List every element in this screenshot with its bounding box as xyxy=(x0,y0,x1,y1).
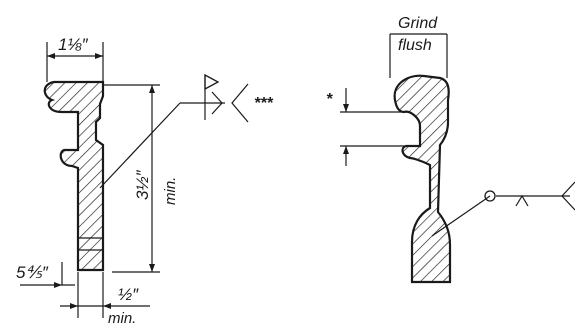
side-offset-label: 5⅘″ xyxy=(16,263,49,282)
bottom-note: min. xyxy=(108,310,136,327)
height-label: 3½″ xyxy=(133,169,152,200)
rail-profile-welded xyxy=(393,74,452,284)
height-note: min. xyxy=(162,177,179,205)
bottom-width-dimension: ½″ min. xyxy=(60,272,150,327)
weld-tail-icon xyxy=(231,83,249,123)
left-weld-symbol: *** xyxy=(99,73,273,189)
groove-weld-icon xyxy=(515,194,529,207)
star-mark: * xyxy=(326,91,333,108)
right-section: Grind flush * xyxy=(326,15,575,284)
top-width-dimension: 1⅛″ xyxy=(46,35,104,82)
grind-label: Grind xyxy=(398,15,438,32)
field-weld-flag-icon xyxy=(204,73,220,91)
rail-profile xyxy=(43,80,105,272)
right-weld-symbol xyxy=(431,181,575,237)
weld-tail-icon xyxy=(561,181,575,211)
height-dimension: 3½″ min. xyxy=(103,84,179,273)
weld-tail-marks: *** xyxy=(254,95,273,112)
weld-all-around-icon xyxy=(484,190,496,202)
star-dimension: * xyxy=(326,88,410,166)
side-offset-dimension: 5⅘″ xyxy=(16,262,75,288)
fillet-weld-icon xyxy=(211,91,223,115)
flush-label: flush xyxy=(398,37,432,54)
grind-flush-callout: Grind flush xyxy=(389,15,448,78)
top-width-label: 1⅛″ xyxy=(58,35,89,54)
bottom-width-label: ½″ xyxy=(118,285,139,304)
left-section: 1⅛″ 5⅘″ 3½″ min. xyxy=(16,35,273,327)
